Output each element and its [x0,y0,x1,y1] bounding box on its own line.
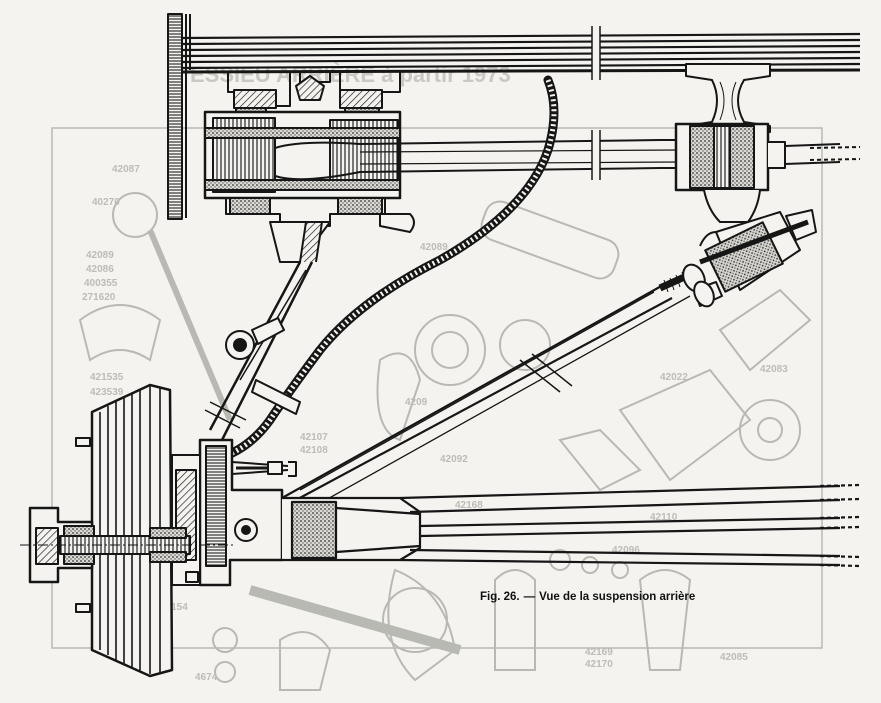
linkage-rods [204,221,331,441]
part-number: 42089 [420,242,448,253]
part-number: 4209 [405,397,428,408]
part-number: 42022 [660,372,688,383]
spring-strut [658,209,817,308]
figure-caption: Fig. 26.—Vue de la suspension arrière [480,591,695,603]
front-pivot-bearing [203,71,415,233]
part-number: 421535 [90,372,124,383]
part-number: 42110 [650,512,678,523]
radius-arm [281,283,691,521]
part-number: 42096 [612,545,640,556]
figure-number: Fig. 26. [480,591,520,603]
part-number: 42107 [300,432,328,443]
part-number: 40270 [92,197,120,208]
part-number: 42089 [86,250,114,261]
part-number: 400355 [84,278,118,289]
background-exploded-view: ESSIEU ARRIÈRE à partir 1973 [51,62,823,691]
caption-dash: — [523,591,536,603]
rear-pivot-bearing [674,122,861,223]
part-number: 4674 [195,672,218,683]
part-number: 42092 [440,454,468,465]
part-number: 42154 [160,602,188,613]
lower-trailing-arm [282,483,861,568]
part-number: 42169 [585,647,613,658]
brake-drum [20,383,235,678]
pivot-spindle [274,130,681,181]
hub-carrier [198,438,297,587]
figure-title: Vue de la suspension arrière [539,591,696,603]
part-number: 42087 [112,164,140,175]
part-number: 271620 [82,292,116,303]
part-number: 423539 [90,387,124,398]
bleed-screw [236,461,283,475]
part-number: 42086 [86,264,114,275]
part-number: 42085 [720,652,748,663]
part-number: 42168 [455,500,483,511]
body-panel [167,13,191,220]
part-number: 42108 [300,445,328,456]
part-number: 42083 [760,364,788,375]
part-number: 42170 [585,659,613,670]
i-beam-crossmember [685,63,771,133]
